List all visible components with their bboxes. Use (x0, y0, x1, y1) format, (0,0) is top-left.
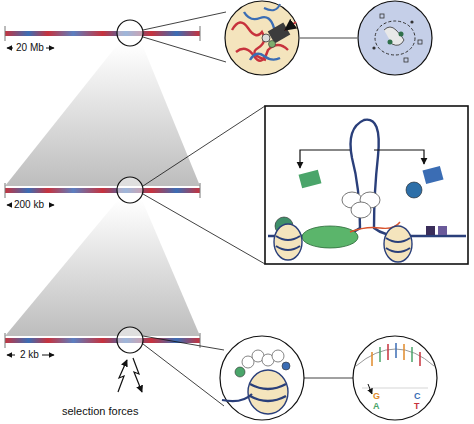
leader-line (143, 37, 226, 62)
scale-arrow (7, 48, 13, 49)
logo-letter: A (373, 402, 380, 411)
leader-line (143, 194, 265, 264)
scale-label: 2 kb (20, 350, 39, 360)
logo-letter: G (373, 392, 380, 401)
scale-label: 200 kb (14, 200, 44, 210)
scale-arrow (7, 355, 15, 356)
scale-arrow (46, 48, 54, 49)
chromosome-bar (5, 188, 200, 193)
zoom-circle (117, 327, 143, 353)
annotation-text: selection forces (62, 406, 138, 417)
logo-letter: T (414, 402, 420, 411)
zoom-circle (117, 20, 143, 46)
scale-arrow (7, 205, 11, 206)
nuclear-body-circle (358, 1, 432, 75)
leader-line (143, 106, 265, 186)
zoom-fan (5, 200, 200, 336)
force-arrow (133, 358, 142, 392)
leader-line (143, 12, 226, 30)
nucleus-circle (225, 1, 299, 75)
zoom-fan (5, 44, 200, 186)
force-arrow (118, 360, 127, 392)
scale-label: 20 Mb (16, 43, 44, 53)
chromosome-bar (5, 31, 200, 36)
zoom-circle (117, 177, 143, 203)
sequence-logo-circle (353, 336, 437, 420)
leader-line (143, 344, 224, 406)
scale-arrow (42, 355, 54, 356)
nucleosome-circle (220, 336, 304, 420)
leader-line (143, 336, 224, 350)
logo-letter: C (414, 392, 421, 401)
chromatin-loop-box (265, 106, 468, 264)
scale-arrow (50, 205, 54, 206)
